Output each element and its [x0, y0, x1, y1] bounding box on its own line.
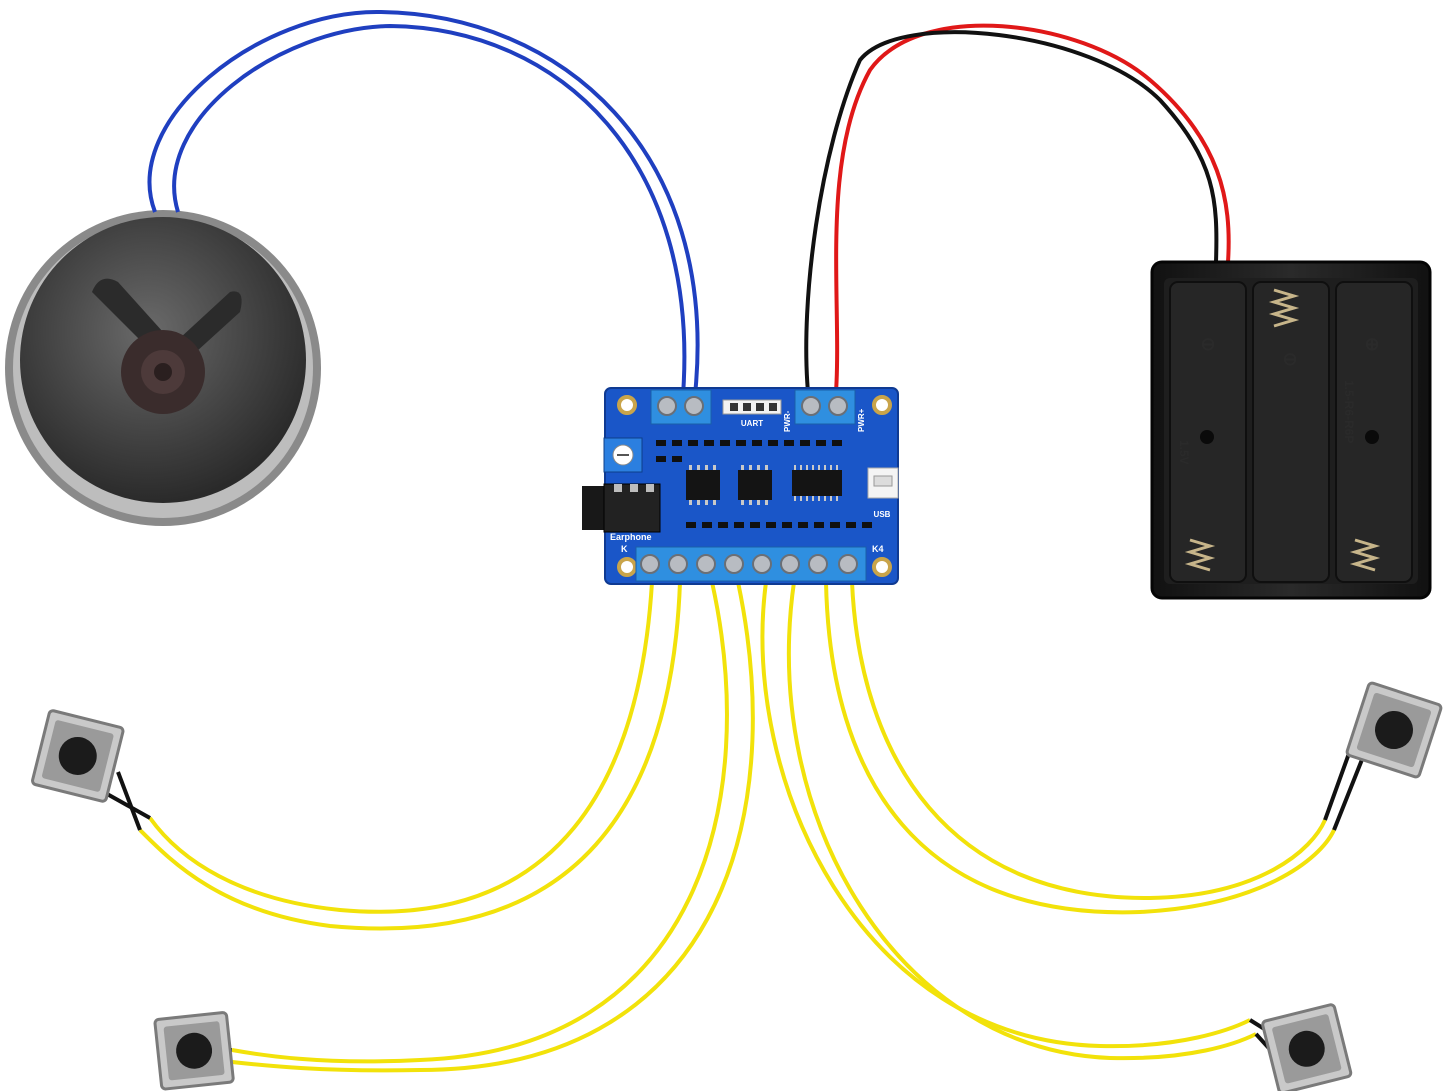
holder-minus-symbol: ⊖	[1200, 334, 1215, 354]
power-terminal	[794, 389, 856, 425]
holder-voltage-label: 1.5V	[1177, 440, 1191, 465]
pwr-plus-label: PWR+	[857, 408, 866, 432]
sound-module-board: UART PWR- PWR+	[582, 387, 899, 585]
battery-holder: ⊖ ⊖ ⊕ 1.5V 1.5-R6-R6P	[1150, 260, 1432, 600]
mounting-holes	[617, 395, 892, 577]
holder-cell-type-label: 1.5-R6-R6P	[1342, 380, 1356, 443]
earphone-jack	[582, 483, 661, 533]
uart-label: UART	[741, 419, 763, 428]
ic-amplifier	[686, 465, 720, 505]
tactile-button-top-left	[31, 709, 125, 803]
battery-wires	[804, 23, 1231, 393]
k1-label: K	[621, 544, 628, 554]
usb-label: USB	[874, 510, 891, 519]
button-cap	[58, 736, 97, 775]
ic-flash	[738, 465, 772, 505]
k4-label: K4	[872, 544, 884, 554]
button-wires	[138, 581, 1336, 1073]
smd-components-top	[656, 440, 842, 462]
smd-components-bottom	[686, 522, 872, 528]
tactile-button-bottom-left	[153, 1011, 235, 1091]
button-cap	[1288, 1030, 1325, 1067]
button-terminal-block	[635, 546, 867, 582]
battery-slot-2	[1252, 281, 1330, 583]
uart-header	[722, 399, 782, 415]
pwr-minus-label: PWR-	[783, 410, 792, 432]
volume-potentiometer	[603, 437, 643, 473]
holder-minus-symbol-2: ⊖	[1282, 349, 1297, 369]
earphone-label: Earphone	[610, 532, 652, 542]
button-cap	[176, 1032, 213, 1069]
tactile-button-bottom-right	[1261, 1003, 1353, 1091]
holder-plus-symbol: ⊕	[1364, 334, 1379, 354]
usb-connector	[867, 467, 899, 499]
speaker-terminal	[650, 389, 712, 425]
ic-decoder	[792, 465, 842, 501]
tactile-button-top-right	[1345, 681, 1443, 779]
speaker	[5, 210, 321, 526]
button-cap	[1375, 711, 1413, 749]
speaker-wires	[147, 9, 700, 396]
